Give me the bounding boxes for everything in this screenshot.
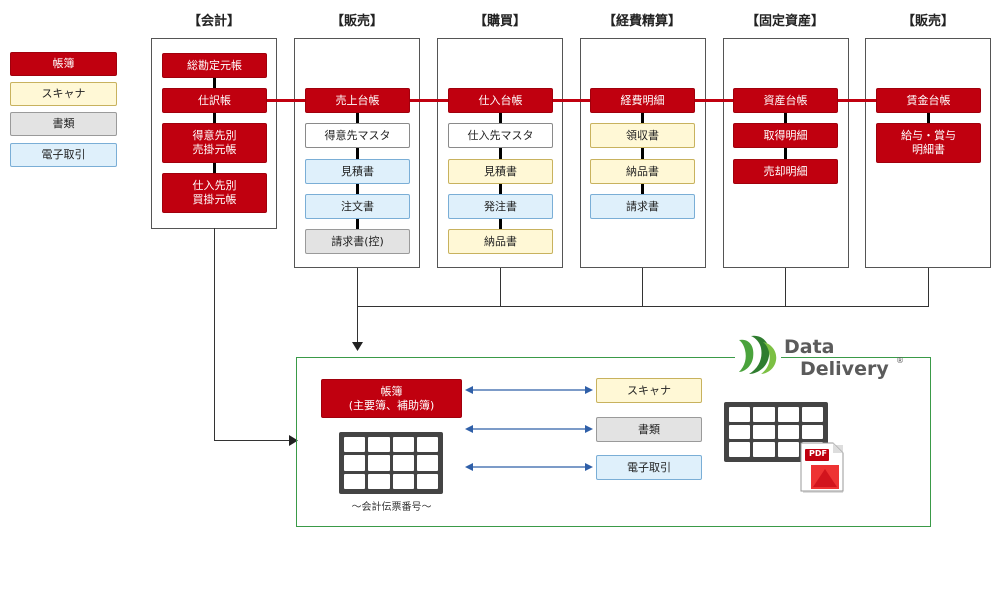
- legend-ledger: 帳簿: [10, 52, 117, 76]
- expense-delivery-slip-box: 納品書: [590, 159, 695, 184]
- expense-spine: [641, 100, 644, 208]
- general-ledger-box: 総勘定元帳: [162, 53, 267, 78]
- legend-document: 書類: [10, 112, 117, 136]
- data-delivery-logo-icon: [735, 332, 781, 376]
- dd-e-transaction-box: 電子取引: [596, 455, 702, 480]
- legend-e-transaction: 電子取引: [10, 143, 117, 167]
- invoice-copy-box: 請求書(控): [305, 229, 410, 254]
- sales-quotation-box: 見積書: [305, 159, 410, 184]
- data-delivery-frame: [296, 357, 931, 527]
- arrow-e-transaction: [465, 463, 593, 471]
- column-title-sales: 【販売】: [330, 14, 383, 29]
- pdf-label: PDF: [809, 449, 827, 458]
- purchase-order-box: 発注書: [448, 194, 553, 219]
- supplier-master-box: 仕入先マスタ: [448, 123, 553, 148]
- sales-ledger-box: 売上台帳: [305, 88, 410, 113]
- acquisition-detail-box: 取得明細: [733, 123, 838, 148]
- column-title-expense: 【経費精算】: [602, 14, 681, 29]
- delivery-slip-box: 納品書: [448, 229, 553, 254]
- accounting-right-line: [214, 440, 292, 441]
- data-delivery-logo-line2: Delivery: [800, 358, 889, 380]
- purchase-quotation-box: 見積書: [448, 159, 553, 184]
- purchase-down-line: [500, 268, 501, 306]
- arrow-document: [465, 425, 593, 433]
- dd-document-box: 書類: [596, 417, 702, 442]
- column-title-payroll: 【販売】: [901, 14, 954, 29]
- dd-ledger-box: 帳簿 (主要簿、補助簿): [321, 379, 462, 418]
- disposal-detail-box: 売却明細: [733, 159, 838, 184]
- receivables-ledger-box: 得意先別 売掛元帳: [162, 123, 267, 163]
- registered-mark: ®: [896, 356, 904, 365]
- asset-down-line: [785, 268, 786, 306]
- spreadsheet-grid-icon: [339, 432, 443, 494]
- purchase-ledger-box: 仕入台帳: [448, 88, 553, 113]
- collector-line: [357, 306, 929, 307]
- collector-arrow-head: [352, 342, 363, 351]
- accounting-down-line: [214, 228, 215, 440]
- legend-scanner: スキャナ: [10, 82, 117, 106]
- purchase-order-received-box: 注文書: [305, 194, 410, 219]
- collector-arrow-shaft: [357, 306, 358, 344]
- expense-down-line: [642, 268, 643, 306]
- ledger-link-line: [216, 99, 928, 102]
- arrow-scanner: [465, 386, 593, 394]
- customer-master-box: 得意先マスタ: [305, 123, 410, 148]
- accounting-arrow-head: [289, 435, 298, 446]
- grid-caption: ～会計伝票番号～: [351, 502, 432, 513]
- column-title-fixed-assets: 【固定資産】: [745, 14, 824, 29]
- receipt-box: 領収書: [590, 123, 695, 148]
- pdf-file-icon: [800, 442, 844, 493]
- journal-box: 仕訳帳: [162, 88, 267, 113]
- expense-detail-box: 経費明細: [590, 88, 695, 113]
- asset-ledger-box: 資産台帳: [733, 88, 838, 113]
- column-title-purchase: 【購買】: [473, 14, 526, 29]
- payroll-spine: [927, 100, 930, 140]
- wage-ledger-box: 賃金台帳: [876, 88, 981, 113]
- sales-down-line: [357, 268, 358, 306]
- expense-invoice-box: 請求書: [590, 194, 695, 219]
- dd-scanner-box: スキャナ: [596, 378, 702, 403]
- payables-ledger-box: 仕入先別 買掛元帳: [162, 173, 267, 213]
- payslip-box: 給与・賞与 明細書: [876, 123, 981, 163]
- column-title-accounting: 【会計】: [187, 14, 240, 29]
- payroll-down-line: [928, 268, 929, 306]
- small-spreadsheet-icon: [724, 402, 828, 462]
- data-delivery-logo-line1: Data: [784, 338, 839, 357]
